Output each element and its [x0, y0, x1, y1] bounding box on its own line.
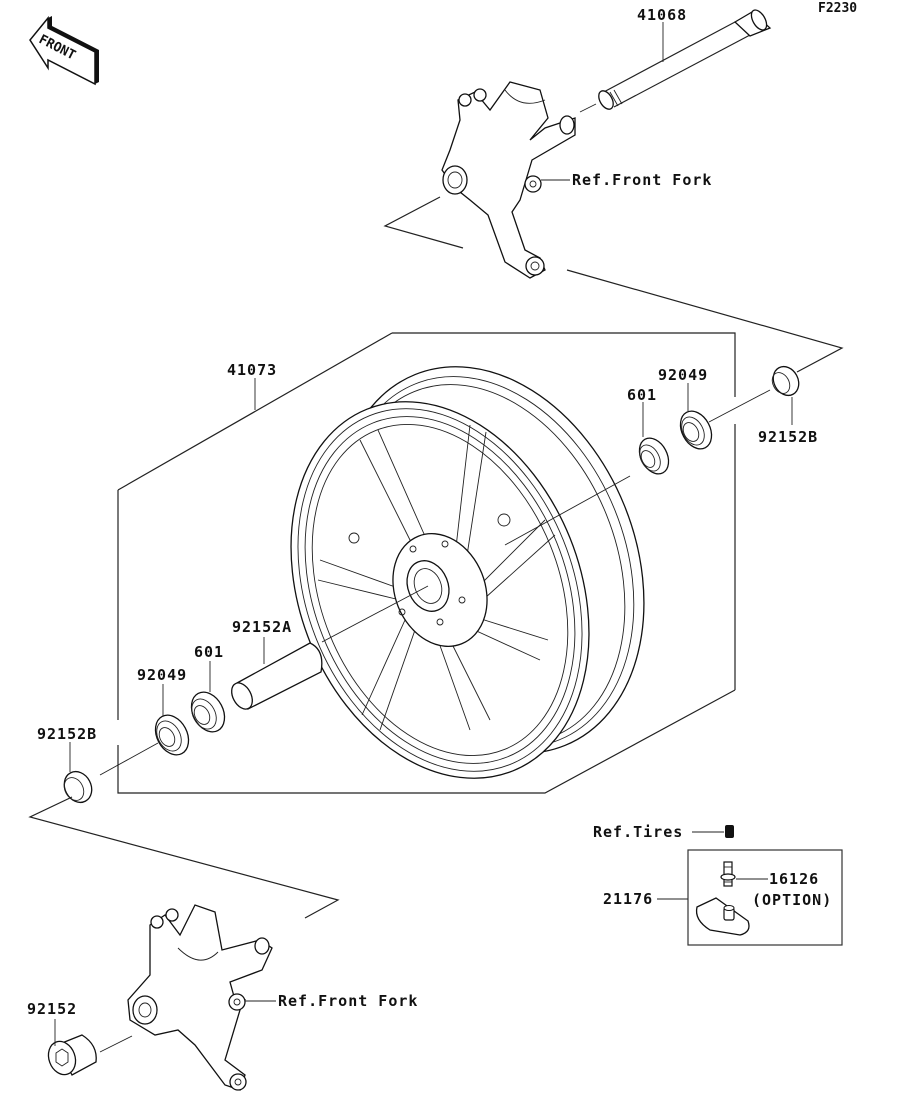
upper-fork-bracket: [441, 81, 576, 279]
callout-92049-left: 92049: [137, 666, 187, 684]
collar-left-part[interactable]: [59, 767, 97, 807]
diagram-code: F2230: [818, 1, 857, 16]
callout-41073: 41073: [227, 361, 277, 379]
spacer-part[interactable]: [227, 642, 323, 713]
collar-right-part[interactable]: [768, 362, 803, 400]
callout-92049-right: 92049: [658, 366, 708, 384]
callout-ref-front-fork-top: Ref.Front Fork: [572, 171, 712, 189]
bearing-left-part[interactable]: [185, 686, 231, 737]
front-arrow-icon: FRONT: [29, 15, 99, 86]
option-box: [687, 849, 843, 946]
callout-92152B-left: 92152B: [37, 725, 97, 743]
callout-92152: 92152: [27, 1000, 77, 1018]
callout-ref-front-fork-bottom: Ref.Front Fork: [278, 992, 418, 1010]
balance-weight-part[interactable]: [695, 897, 750, 936]
valve-bolt-part[interactable]: [720, 861, 736, 887]
axle-part[interactable]: [596, 7, 772, 111]
axle-nut-part[interactable]: [44, 1034, 97, 1078]
lower-fork-bracket: [127, 904, 273, 1091]
valve-cap-icon: [725, 825, 734, 838]
callout-21176: 21176: [603, 890, 653, 908]
callout-option: (OPTION): [752, 891, 832, 909]
wheel-part[interactable]: [237, 320, 699, 823]
bearing-right-part[interactable]: [634, 433, 675, 479]
callout-601-right: 601: [627, 386, 657, 404]
callout-601-left: 601: [194, 643, 224, 661]
seal-right-part[interactable]: [674, 406, 718, 454]
callout-ref-tires: Ref.Tires: [593, 823, 683, 841]
seal-left-part[interactable]: [149, 709, 195, 760]
callout-41068: 41068: [637, 6, 687, 24]
callout-92152A: 92152A: [232, 618, 292, 636]
callout-92152B-right: 92152B: [758, 428, 818, 446]
callout-16126: 16126: [769, 870, 819, 888]
